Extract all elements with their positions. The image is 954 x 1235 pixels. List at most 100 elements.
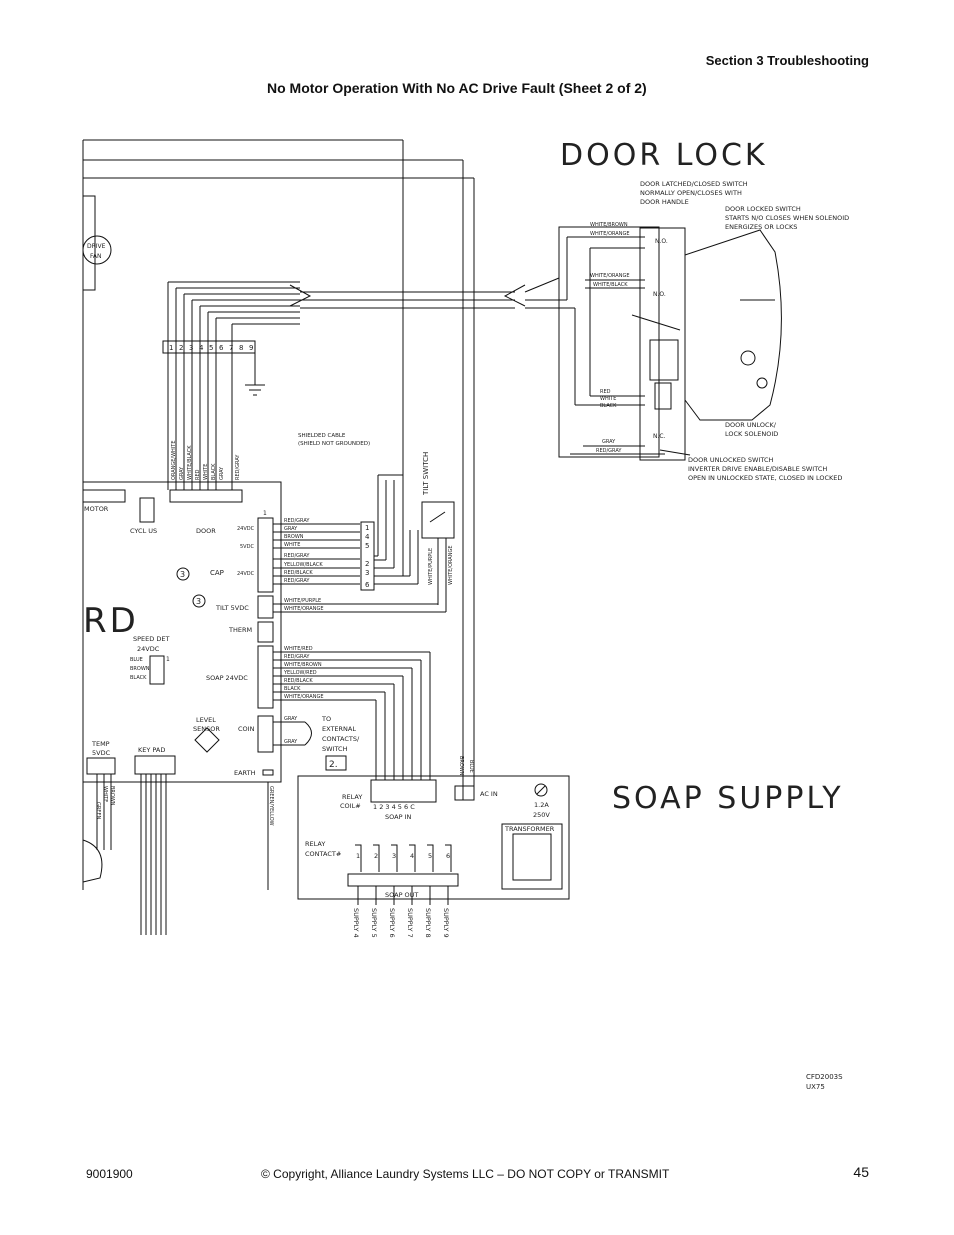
wire-label: RED — [600, 389, 611, 395]
wire-label: WHITE/BLACK — [187, 445, 193, 480]
doc-number: 9001900 — [86, 1167, 133, 1181]
wire-label: WHITE/ORANGE — [284, 606, 323, 612]
terminal-pin: 5 — [209, 344, 213, 352]
contact-number: 3 — [392, 852, 396, 860]
transformer-label: TRANSFORMER — [504, 825, 555, 833]
voltage-label: 5VDC — [240, 544, 254, 550]
speed-det-label: 24VDC — [137, 645, 160, 653]
coin-label: COIN — [238, 725, 255, 733]
wire-label: RED — [195, 469, 201, 480]
level-label: LEVEL — [196, 716, 216, 724]
supply-label: SUPPLY 4 — [352, 908, 360, 938]
wire-label: YELLOW/RED — [283, 670, 317, 676]
external-label: CONTACTS/ — [322, 735, 360, 743]
board-fragment-label: RD — [83, 601, 139, 641]
pin-label: 2 — [365, 560, 369, 568]
contact-number: 2 — [374, 852, 378, 860]
voltage-label: 24VDC — [237, 526, 255, 532]
contact-number: 4 — [410, 852, 414, 860]
note-unlock: DOOR UNLOCK/ — [725, 421, 777, 429]
wire-label: RED/GRAY — [284, 654, 310, 660]
supply-label: SUPPLY 8 — [424, 908, 432, 938]
wire-label: WHITE — [284, 542, 300, 548]
terminal-pin: 8 — [239, 344, 243, 352]
soap-out-label: SOAP OUT — [385, 891, 418, 899]
relay-contact-label: CONTACT# — [305, 850, 341, 858]
supply-label: SUPPLY 6 — [388, 908, 396, 938]
ac-in-label: AC IN — [480, 790, 498, 798]
earth-label: EARTH — [234, 769, 256, 777]
therm-label: THERM — [228, 626, 252, 634]
copyright-notice: © Copyright, Alliance Laundry Systems LL… — [261, 1167, 670, 1181]
contact-number: 1 — [356, 852, 360, 860]
pin-label: 1 — [263, 510, 267, 517]
note-latched: DOOR HANDLE — [640, 198, 689, 206]
callout-number: 3 — [196, 597, 201, 606]
keypad-label: KEY PAD — [138, 746, 165, 754]
fuse-label: 250V — [533, 811, 550, 819]
motor-label: MOTOR — [84, 505, 109, 513]
terminal-pin: 1 — [169, 344, 173, 352]
shielded-cable-label: (SHIELD NOT GROUNDED) — [298, 441, 370, 447]
wire-label: GREEN — [95, 802, 101, 820]
relay-coil-label: COIL# — [340, 802, 361, 810]
wire-label: WHITE — [203, 464, 209, 480]
wire-label: RED/GRAY — [596, 448, 622, 454]
wire-label: BLACK — [130, 675, 147, 681]
shielded-cable-label: SHIELDED CABLE — [298, 433, 346, 439]
external-label: TO — [321, 715, 331, 723]
wire-label: WHITE — [102, 786, 108, 802]
level-label: SENSOR — [193, 725, 220, 733]
supply-label: SUPPLY 7 — [406, 908, 414, 938]
wire-label: WHITE/RED — [284, 646, 313, 652]
wire-label: GRAY — [602, 439, 616, 445]
wire-label: WHITE — [600, 396, 616, 402]
pin-label: 1 — [166, 656, 170, 663]
page-title: No Motor Operation With No AC Drive Faul… — [267, 80, 647, 96]
callout-circle — [176, 567, 190, 581]
supply-label: SUPPLY 5 — [370, 908, 378, 938]
wire-label: BLACK — [600, 403, 617, 409]
external-label: SWITCH — [322, 745, 348, 753]
figure-id: UX75 — [806, 1083, 825, 1091]
wire-label: WHITE/BROWN — [590, 222, 628, 228]
soap-in-label: SOAP IN — [385, 813, 411, 821]
wire-label: GRAY — [284, 739, 298, 745]
wire-label: GRAY — [179, 466, 185, 480]
tilt-label: TILT 5VDC — [215, 604, 249, 612]
switch-label: N.C. — [653, 433, 666, 440]
supply-label: SUPPLY 9 — [442, 908, 450, 938]
ref-label: 2. — [329, 760, 338, 770]
wire-label: WHITE/PURPLE — [284, 598, 321, 604]
switch-label: N.O. — [655, 238, 668, 245]
callout-circle — [192, 594, 206, 608]
terminal-pin: 7 — [229, 344, 233, 352]
wire-label: RED/GRAY — [284, 553, 310, 559]
wire-label: GRAY — [284, 716, 298, 722]
drive-fan-label: FAN — [90, 253, 102, 260]
pin-label: 3 — [365, 569, 369, 577]
terminal-pin: 2 — [179, 344, 183, 352]
wire-label: BLUE — [130, 657, 143, 663]
section-heading: Section 3 Troubleshooting — [705, 53, 869, 68]
pin-label: 4 — [365, 533, 370, 541]
wire-label: BROWN — [130, 666, 150, 672]
switch-label: N.O. — [653, 291, 666, 298]
contact-number: 6 — [446, 852, 450, 860]
wire-label: RED/BLACK — [284, 678, 313, 684]
note-latched: DOOR LATCHED/CLOSED SWITCH — [640, 180, 748, 188]
terminal-pin: 4 — [199, 344, 204, 352]
soap-label: SOAP 24VDC — [206, 674, 248, 682]
pin-label: 6 — [365, 581, 370, 589]
wire-label: RED/BLACK — [284, 570, 313, 576]
wire-label: BROWN — [284, 534, 304, 540]
wire-label: WHITE/ORANGE — [590, 273, 629, 279]
wire-label: ORANGE/WHITE — [171, 441, 177, 480]
wire-label: RED/GRAY — [284, 578, 310, 584]
wire-label: WHITE/BROWN — [284, 662, 322, 668]
drive-fan-label: DRIVE — [87, 243, 106, 250]
callout-number: 3 — [180, 570, 185, 579]
wire-label: RED/GRAY — [284, 518, 310, 524]
terminal-pin: 6 — [219, 344, 224, 352]
external-label: EXTERNAL — [322, 725, 356, 733]
